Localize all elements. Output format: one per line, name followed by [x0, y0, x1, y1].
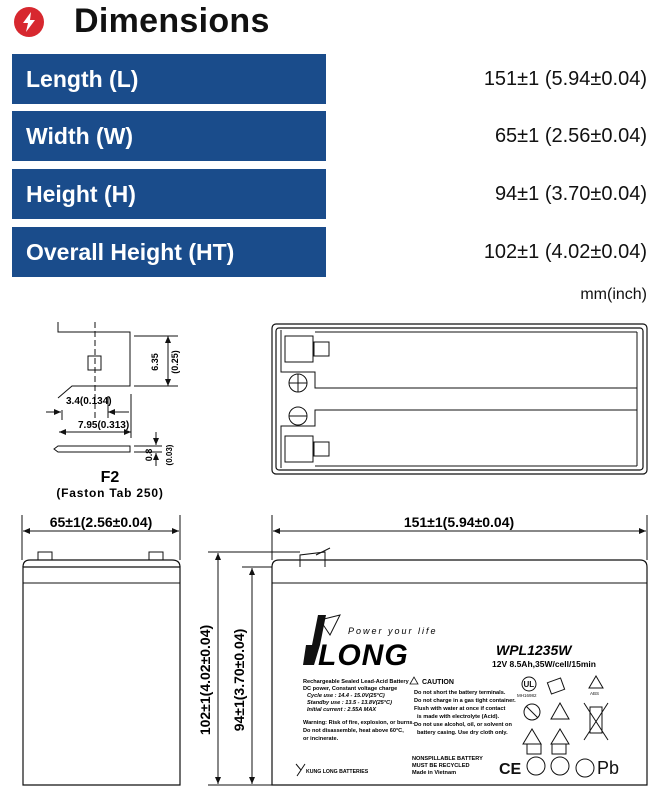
svg-text:UL: UL [524, 680, 535, 689]
terminal-dim-height: 6.35 [150, 353, 160, 371]
terminal-dim-height-in: (0.25) [170, 350, 180, 374]
width-dimension-label: 65±1(2.56±0.04) [50, 514, 153, 530]
goggles-icon [526, 743, 542, 755]
svg-text:KUNG LONG BATTERIES: KUNG LONG BATTERIES [306, 769, 369, 775]
svg-text:Do not charge in a gas tight c: Do not charge in a gas tight container. [414, 698, 516, 704]
length-dimension-label: 151±1(5.94±0.04) [404, 514, 514, 530]
svg-text:battery casing. Use dry cloth: battery casing. Use dry cloth only. [417, 730, 508, 736]
manual-book-icon [551, 743, 567, 755]
page-title: Dimensions [74, 2, 270, 40]
child-warning-icon [550, 756, 570, 776]
ul-code: MH16982 [517, 693, 537, 698]
row-value-overall-height: 102±1 (4.02±0.04) [483, 241, 647, 263]
svg-text:Rechargeable Sealed Lead-Acid: Rechargeable Sealed Lead-Acid Battery [303, 679, 410, 685]
ul-mark-icon: UL [521, 676, 537, 692]
row-label-length: Length (L) [12, 54, 326, 104]
recycle-triangle-icon [588, 675, 604, 689]
svg-text:MUST BE RECYCLED: MUST BE RECYCLED [412, 763, 470, 769]
battery-side-view [22, 551, 181, 786]
svg-text:Do not short the battery termi: Do not short the battery terminals. [414, 690, 506, 696]
svg-text:or incinerate.: or incinerate. [303, 736, 339, 742]
battery-top-view [271, 323, 648, 475]
certification-icons: UL MH16982 ABS [517, 675, 609, 778]
svg-text:DC power, Constant voltage cha: DC power, Constant voltage charge [303, 686, 397, 692]
terminal-name: F2 [101, 469, 120, 486]
row-value-length: 151±1 (5.94±0.04) [483, 68, 647, 90]
terminal-dim-thick-in: (0.03) [165, 444, 174, 465]
height-dimension-label: 94±1(3.70±0.04) [231, 629, 247, 732]
svg-text:Do not disassemble, heat above: Do not disassemble, heat above 60°C, [303, 728, 404, 734]
recycle-arrows-icon [526, 756, 546, 776]
terminal-detail [46, 322, 178, 466]
svg-text:Initial current : 2.55A MAX: Initial current : 2.55A MAX [307, 707, 377, 713]
row-label-height: Height (H) [12, 169, 326, 219]
caution-text: CAUTION Do not short the battery termina… [306, 676, 516, 776]
svg-text:Flush with water at once if co: Flush with water at once if contact [414, 706, 506, 712]
row-label-overall-height: Overall Height (HT) [12, 227, 326, 277]
svg-text:NONSPILLABLE BATTERY: NONSPILLABLE BATTERY [412, 756, 483, 762]
terminal-subtitle: (Faston Tab 250) [56, 486, 163, 500]
kung-long-logo-icon [295, 763, 306, 777]
svg-text:Warning: Risk of fire, explosi: Warning: Risk of fire, explosion, or bur… [303, 720, 415, 726]
svg-text:Standby use : 13.5 - 13.8V(: Standby use : 13.5 - 13.8V(25°C) [307, 700, 392, 706]
spec-text: Rechargeable Sealed Lead-Acid Battery DC… [303, 679, 415, 742]
terminal-dim-inner: 3.4(0.134) [66, 396, 112, 407]
ce-mark: CE [499, 761, 522, 778]
row-value-height: 94±1 (3.70±0.04) [494, 183, 647, 205]
brand-slogan: Power your life [348, 626, 438, 636]
brand-logo [303, 614, 341, 665]
svg-text:Do not use alcohol, oil, or so: Do not use alcohol, oil, or solvent on [414, 722, 512, 728]
explosive-warning-icon [550, 701, 570, 720]
recycle-pb-circle-icon [575, 758, 595, 778]
model-name: WPL1235W [496, 642, 573, 658]
row-value-width: 65±1 (2.56±0.04) [494, 125, 647, 147]
battery-front-view [271, 547, 648, 786]
abs-label: ABS [590, 691, 599, 696]
terminal-dim-outer: 7.95(0.313) [78, 420, 129, 431]
svg-text:CAUTION: CAUTION [422, 679, 454, 686]
svg-text:Cycle use : 14.4 - 15.0V(: Cycle use : 14.4 - 15.0V(25°C) [307, 693, 385, 699]
brand-name: LONG [318, 639, 409, 672]
lead-symbol: Pb [597, 758, 619, 778]
no-fire-icon [523, 703, 541, 721]
terminal-dim-thick: 0.8 [144, 449, 154, 462]
overall-height-dimension-label: 102±1(4.02±0.04) [197, 625, 213, 735]
row-label-width: Width (W) [12, 111, 326, 161]
unit-label: mm(inch) [580, 286, 647, 303]
model-spec: 12V 8.5Ah,35W/cell/15min [492, 659, 596, 669]
eye-protection-icon [550, 728, 570, 745]
read-manual-icon [522, 728, 542, 745]
rohs-icon [546, 677, 566, 695]
waste-bin-crossed-icon [583, 702, 609, 741]
svg-text:is made with electrolyte (Acid: is made with electrolyte (Acid). [417, 714, 500, 720]
lightning-bolt-icon [14, 7, 44, 37]
svg-text:Made in Vietnam: Made in Vietnam [412, 770, 456, 776]
